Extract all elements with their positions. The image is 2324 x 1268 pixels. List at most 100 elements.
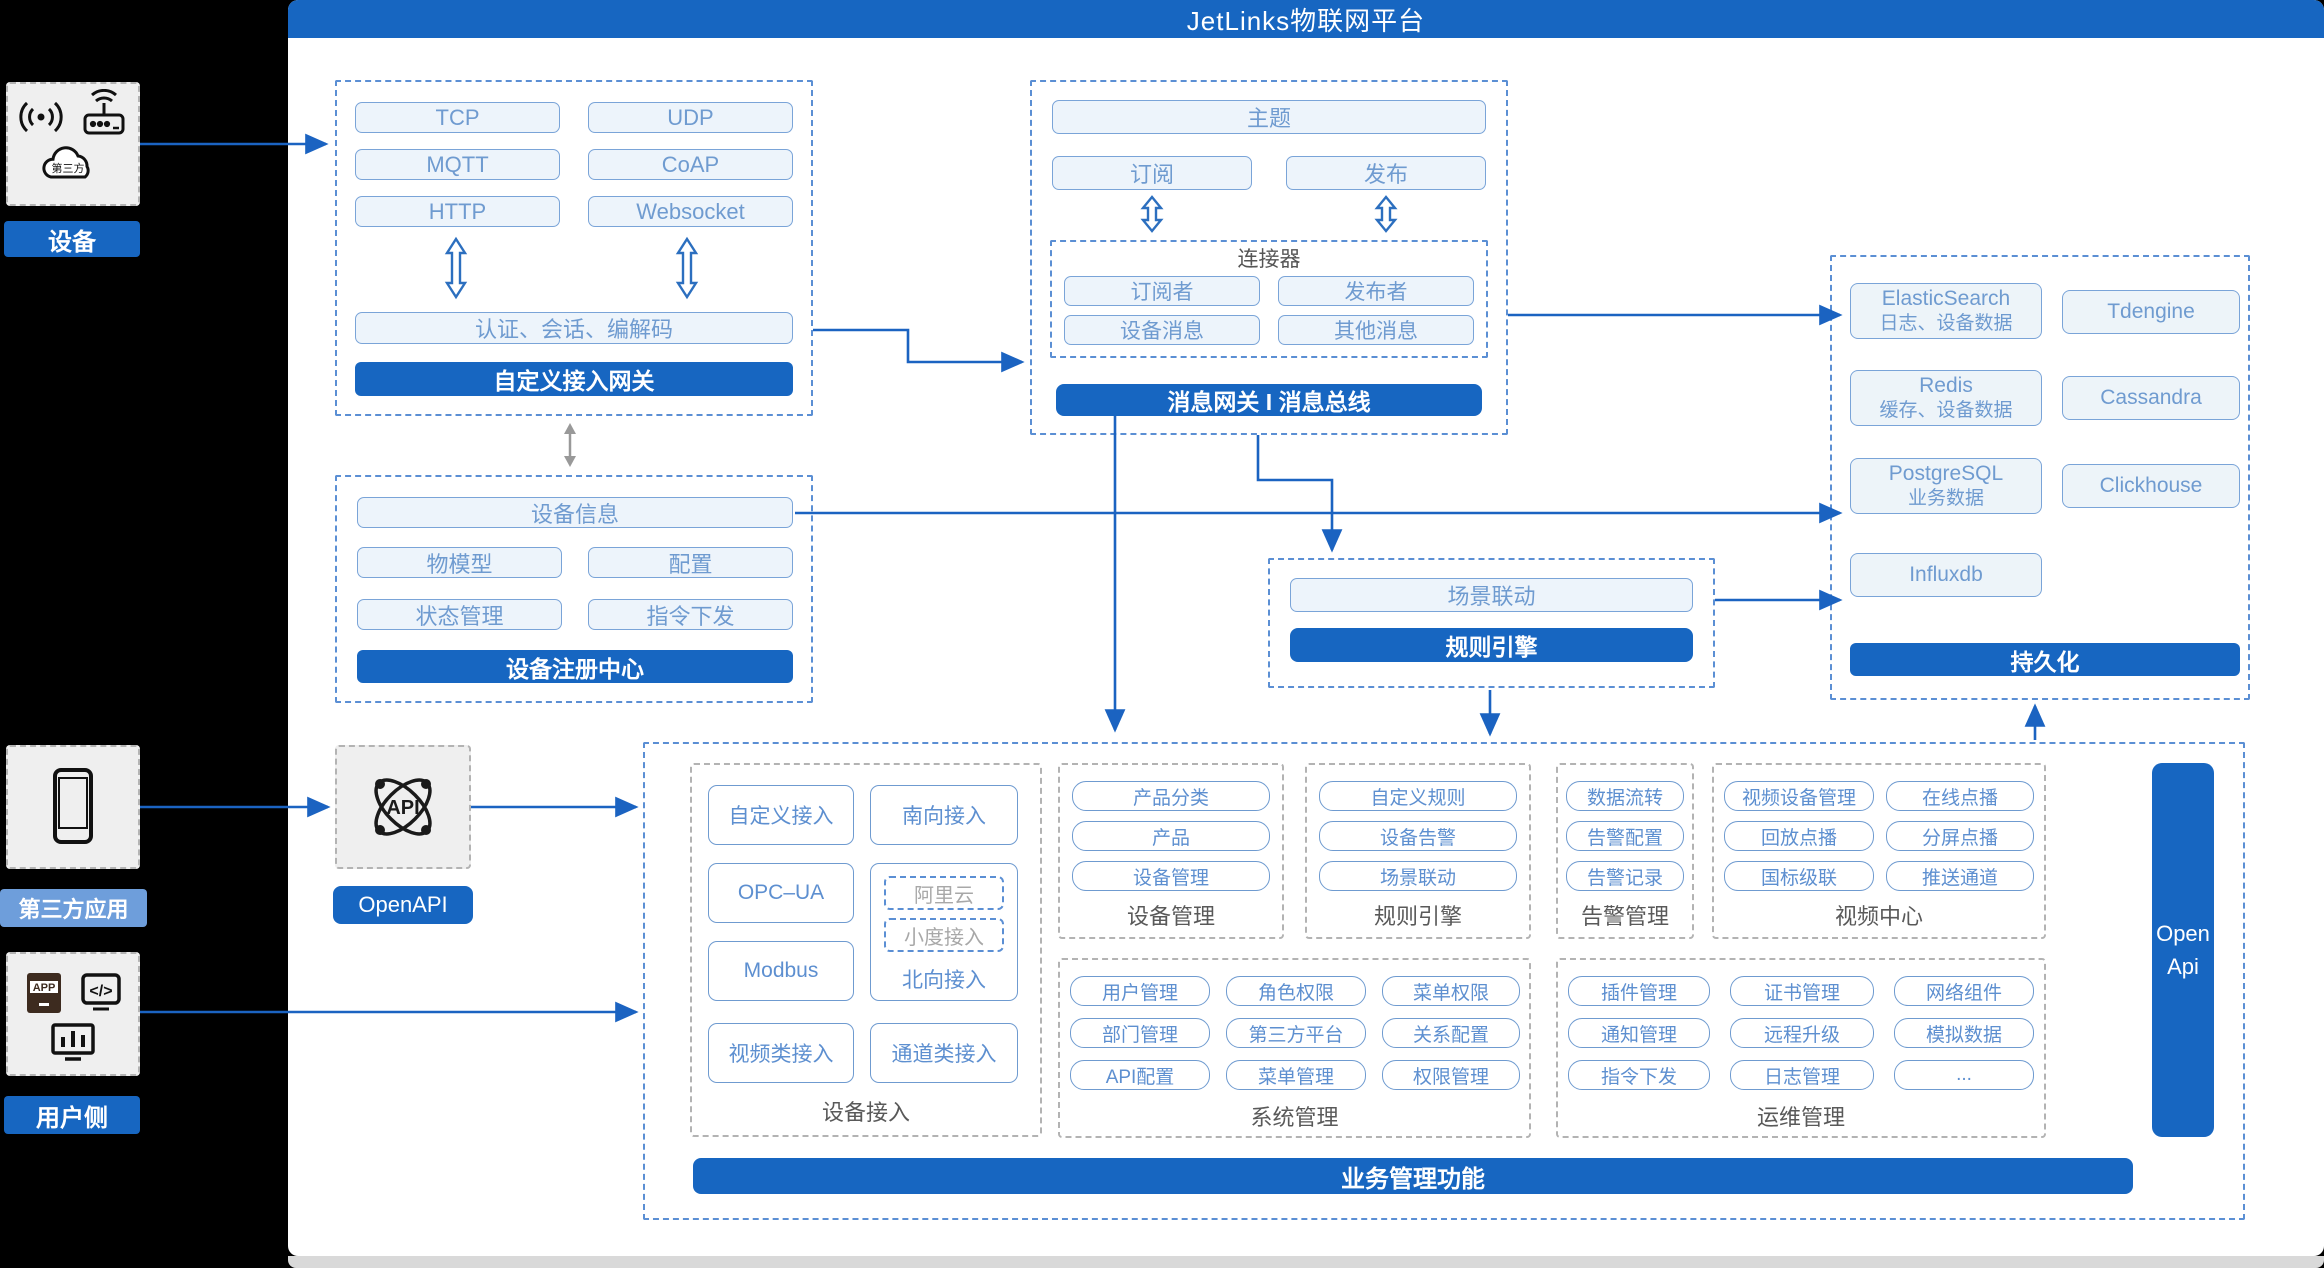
ops-cert: 证书管理 bbox=[1730, 976, 1874, 1006]
phone-icon bbox=[53, 768, 93, 844]
page-title: JetLinks物联网平台 bbox=[1186, 5, 1426, 36]
sys-third-platform: 第三方平台 bbox=[1226, 1018, 1366, 1048]
sys-api-config: API配置 bbox=[1070, 1060, 1210, 1090]
ops-notify: 通知管理 bbox=[1568, 1018, 1710, 1048]
sys-user: 用户管理 bbox=[1070, 976, 1210, 1006]
svg-text:</>: </> bbox=[89, 983, 112, 1000]
system-section bbox=[1058, 958, 1531, 1138]
store-cassandra: Cassandra bbox=[2062, 376, 2240, 420]
re-device-alarm: 设备告警 bbox=[1319, 821, 1517, 851]
custom-gateway-bar: 自定义接入网关 bbox=[355, 362, 793, 396]
al-record: 告警记录 bbox=[1566, 861, 1684, 891]
rule-engine-section bbox=[1305, 763, 1531, 939]
openapi-label: OpenAPI bbox=[333, 886, 473, 924]
vc-splitscreen: 分屏点播 bbox=[1886, 821, 2034, 851]
sys-perm-mgmt: 权限管理 bbox=[1382, 1060, 1520, 1090]
vc-gb-cascade: 国标级联 bbox=[1724, 861, 1874, 891]
device-access-section bbox=[690, 763, 1042, 1137]
vc-playback: 回放点播 bbox=[1724, 821, 1874, 851]
codec-box: 认证、会话、编解码 bbox=[355, 312, 793, 344]
vc-device-mgmt: 视频设备管理 bbox=[1724, 781, 1874, 811]
store-influxdb: Influxdb bbox=[1850, 553, 2042, 597]
rule-engine-bar: 规则引擎 bbox=[1290, 628, 1693, 662]
user-icons: APP </> bbox=[27, 973, 121, 1061]
topic-box: 主题 bbox=[1052, 100, 1486, 134]
dm-product: 产品 bbox=[1072, 821, 1270, 851]
page-title-bar: JetLinks物联网平台 bbox=[288, 0, 2324, 38]
vc-online: 在线点播 bbox=[1886, 781, 2034, 811]
custom-gateway-box bbox=[335, 80, 813, 416]
subscribe-box: 订阅 bbox=[1052, 156, 1252, 190]
ops-command: 指令下发 bbox=[1568, 1060, 1710, 1090]
app-icon: APP bbox=[27, 973, 61, 1013]
protocol-tcp: TCP bbox=[355, 102, 560, 133]
sys-menu-perm: 菜单权限 bbox=[1382, 976, 1520, 1006]
device-access-title: 设备接入 bbox=[821, 1100, 910, 1125]
re-scene-linkage: 场景联动 bbox=[1319, 861, 1517, 891]
router-icon bbox=[83, 89, 125, 135]
device-icons: 第三方 bbox=[19, 89, 125, 179]
vc-push-channel: 推送通道 bbox=[1886, 861, 2034, 891]
ops-plugin: 插件管理 bbox=[1568, 976, 1710, 1006]
persistence-box bbox=[1830, 255, 2250, 700]
scene-linkage-box: 场景联动 bbox=[1290, 578, 1693, 612]
ops-log: 日志管理 bbox=[1730, 1060, 1874, 1090]
third-party-cloud-icon: 第三方 bbox=[42, 146, 90, 179]
video-title: 视频中心 bbox=[1834, 904, 1923, 929]
ops-section bbox=[1556, 958, 2046, 1138]
dm-product-category: 产品分类 bbox=[1072, 781, 1270, 811]
access-xiaodu: 小度接入 bbox=[884, 918, 1004, 952]
registry-config: 配置 bbox=[588, 547, 793, 578]
user-side-box: APP </> bbox=[6, 952, 140, 1076]
connector-title: 连接器 bbox=[1237, 248, 1301, 271]
registry-state-mgmt: 状态管理 bbox=[357, 599, 562, 630]
api-atom-icon: API bbox=[374, 778, 432, 836]
bottom-strip bbox=[288, 1256, 2324, 1268]
device-mgmt-title: 设备管理 bbox=[1126, 904, 1215, 929]
business-box bbox=[643, 742, 2245, 1220]
access-north-label: 北向接入 bbox=[902, 969, 986, 992]
sys-role: 角色权限 bbox=[1226, 976, 1366, 1006]
rule-engine-title: 规则引擎 bbox=[1373, 904, 1462, 929]
ops-network: 网络组件 bbox=[1894, 976, 2034, 1006]
access-channel: 通道类接入 bbox=[870, 1023, 1018, 1083]
chart-icon bbox=[51, 1023, 95, 1061]
connector-other-msg: 其他消息 bbox=[1278, 315, 1474, 345]
message-bus-box bbox=[1030, 80, 1508, 435]
user-side-label: 用户侧 bbox=[4, 1096, 140, 1134]
access-video: 视频类接入 bbox=[708, 1023, 854, 1083]
third-party-app-box bbox=[6, 745, 140, 869]
store-clickhouse: Clickhouse bbox=[2062, 464, 2240, 508]
dm-device-mgmt: 设备管理 bbox=[1072, 861, 1270, 891]
sys-dept: 部门管理 bbox=[1070, 1018, 1210, 1048]
al-config: 告警配置 bbox=[1566, 821, 1684, 851]
connector-publisher: 发布者 bbox=[1278, 276, 1474, 306]
rule-engine-mid-box bbox=[1268, 558, 1715, 688]
openapi-icon-box: API bbox=[335, 745, 471, 869]
svg-text:API: API bbox=[386, 797, 419, 819]
ops-mock-data: 模拟数据 bbox=[1894, 1018, 2034, 1048]
access-custom: 自定义接入 bbox=[708, 785, 854, 845]
access-modbus: Modbus bbox=[708, 941, 854, 1001]
message-bus-bar: 消息网关 I 消息总线 bbox=[1056, 384, 1482, 416]
protocol-websocket: Websocket bbox=[588, 196, 793, 227]
open-api-vertical-bar: Open Api bbox=[2152, 763, 2214, 1137]
svg-text:APP: APP bbox=[33, 982, 56, 994]
protocol-http: HTTP bbox=[355, 196, 560, 227]
protocol-mqtt: MQTT bbox=[355, 149, 560, 180]
video-section bbox=[1712, 763, 2046, 939]
system-title: 系统管理 bbox=[1250, 1105, 1339, 1130]
svg-text:第三方: 第三方 bbox=[52, 161, 85, 175]
sys-menu-mgmt: 菜单管理 bbox=[1226, 1060, 1366, 1090]
ops-remote-upgrade: 远程升级 bbox=[1730, 1018, 1874, 1048]
business-footer-bar: 业务管理功能 bbox=[693, 1158, 2133, 1194]
protocol-udp: UDP bbox=[588, 102, 793, 133]
device-registry-bar: 设备注册中心 bbox=[357, 650, 793, 683]
connector-box bbox=[1050, 240, 1488, 358]
access-opcua: OPC–UA bbox=[708, 863, 854, 923]
alarm-title: 告警管理 bbox=[1580, 904, 1669, 929]
registry-device-info: 设备信息 bbox=[357, 497, 793, 528]
